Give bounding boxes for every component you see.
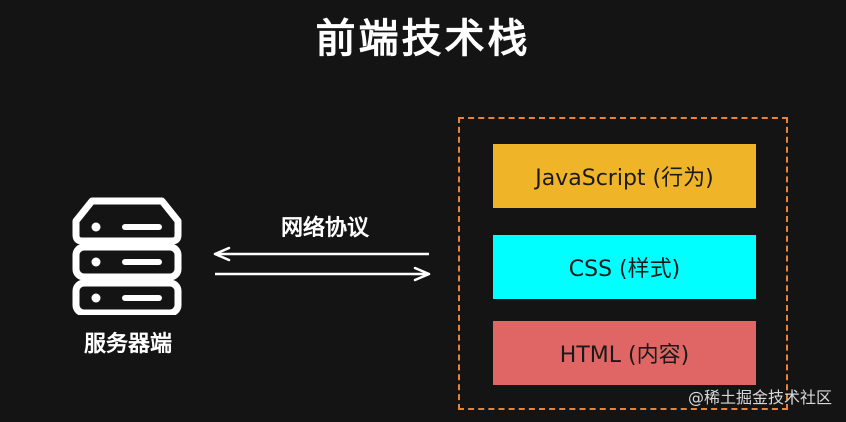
server-label: 服务器端: [83, 332, 172, 357]
server-unit-top: [72, 197, 182, 245]
frontend-stack-frame: [458, 117, 788, 410]
arrow-right: [215, 266, 431, 282]
layer-html: HTML (内容): [493, 321, 756, 385]
layer-html-label: HTML (内容): [559, 343, 690, 368]
layer-css-label: CSS (样式): [568, 257, 681, 282]
server-unit-bottom: [72, 279, 182, 315]
layer-css: CSS (样式): [493, 235, 756, 299]
protocol-label: 网络协议: [280, 216, 369, 241]
diagram-title: 前端技术栈: [315, 16, 531, 62]
bidirectional-arrows-icon: [213, 246, 431, 282]
layer-javascript: JavaScript (行为): [493, 144, 756, 208]
arrow-left: [213, 246, 429, 262]
layer-javascript-label: JavaScript (行为): [535, 166, 714, 191]
watermark: @稀土掘金技术社区: [687, 388, 832, 407]
server-stack-icon: [72, 197, 182, 315]
server-unit-middle: [72, 243, 182, 281]
